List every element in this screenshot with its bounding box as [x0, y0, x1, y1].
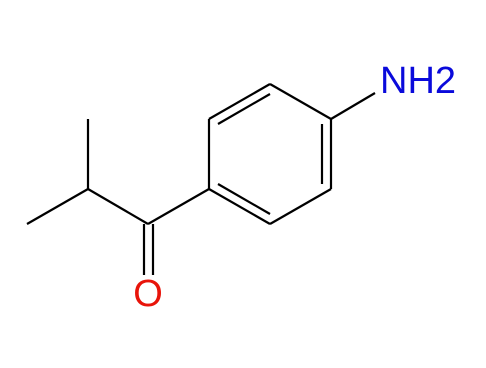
atom-label-oxygen: O: [133, 273, 163, 315]
bond-ring-amine: [330, 92, 376, 120]
bond-carbonyl-ring: [147, 188, 210, 225]
bond-methyl-left: [26, 188, 89, 225]
ring-inner-bond-1: [217, 183, 271, 215]
ring-bond-4: [269, 83, 332, 120]
atom-label-nh2: NH2: [380, 60, 456, 102]
ring-bond-2: [269, 188, 332, 225]
ring-bond-5: [208, 83, 271, 120]
bond-ch-carbonyl: [87, 188, 149, 225]
ring-inner-bond-3: [217, 93, 271, 125]
ring-bond-1: [208, 188, 271, 225]
